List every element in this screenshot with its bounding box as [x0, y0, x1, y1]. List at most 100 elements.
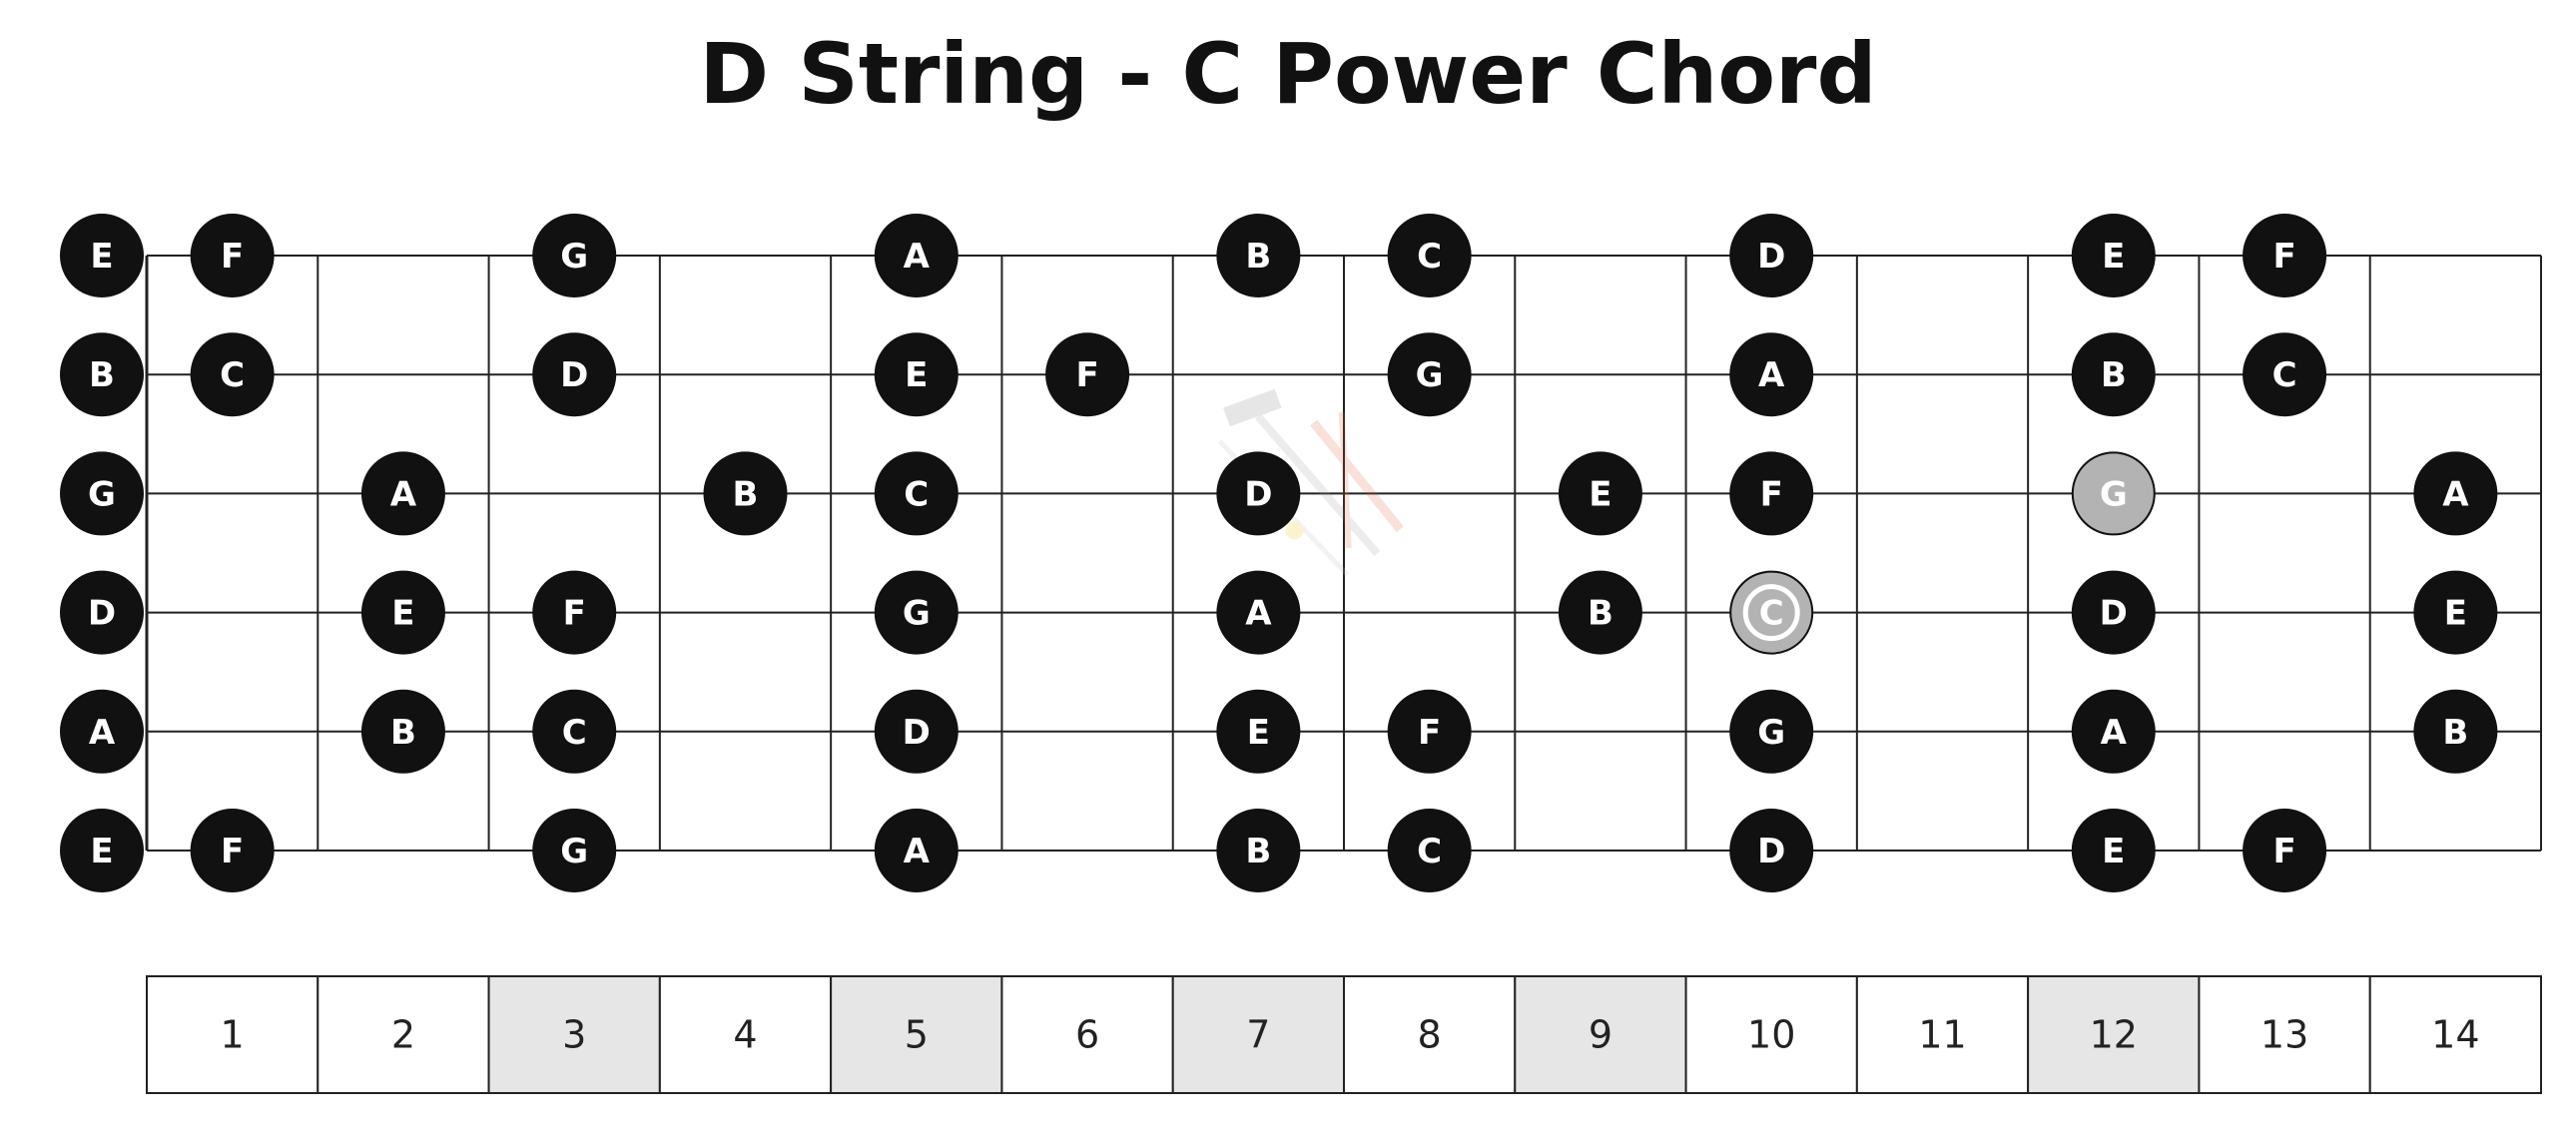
fret-number: 4 [733, 1013, 757, 1057]
fret-number: 7 [1246, 1013, 1270, 1057]
note-label: F [221, 237, 244, 277]
note-label: F [2272, 237, 2295, 277]
note-label: C [220, 355, 245, 395]
note-label: E [1589, 474, 1611, 514]
note-circle [874, 332, 959, 417]
note-dot: G [532, 214, 617, 297]
note-label: A [1245, 594, 1272, 634]
root-ring [1742, 584, 1800, 642]
note-dot: F [190, 214, 275, 297]
note-label: B [2442, 713, 2468, 753]
note-circle [60, 214, 144, 297]
note-label: D [1244, 474, 1272, 514]
note-circle [532, 332, 617, 417]
note-dot: B [360, 689, 445, 774]
note-label: E [90, 832, 113, 871]
note-label: D [1757, 237, 1785, 277]
fret-number: 6 [1075, 1013, 1099, 1057]
note-label: E [2102, 832, 2125, 871]
note-dot: F [190, 809, 275, 892]
note-circle [60, 332, 144, 417]
note-circle [190, 809, 275, 892]
note-label: E [2102, 237, 2125, 277]
note-circle [1729, 214, 1814, 297]
note-dot: D [1729, 214, 1814, 297]
note-dot: G [1387, 332, 1472, 417]
fret-marker-cell [1514, 975, 1687, 1094]
note-circle [874, 451, 959, 536]
note-circle [1729, 689, 1814, 774]
fret-marker-cell [2027, 975, 2201, 1094]
fret-marker-cell [1171, 975, 1345, 1094]
fret-number: 8 [1418, 1013, 1442, 1057]
note-dot: E [874, 332, 959, 417]
note-label: C [1759, 594, 1784, 634]
note-dot: F [1729, 451, 1814, 536]
note-dot: C [1387, 214, 1472, 297]
note-dot: C [532, 689, 617, 774]
note-dot: A [360, 451, 445, 536]
note-dot: F [2243, 809, 2327, 892]
note-dot: G [60, 451, 144, 536]
note-label: A [2442, 474, 2469, 514]
fret-number: 11 [1918, 1013, 1966, 1057]
note-dot: E [2071, 214, 2156, 297]
note-label: B [1245, 832, 1271, 871]
fret-number: 9 [1589, 1013, 1612, 1057]
note-circle [1216, 689, 1301, 774]
note-dot: C [1387, 809, 1472, 892]
note-dot: E [60, 214, 144, 297]
note-circle [190, 214, 275, 297]
note-dot: F [532, 570, 617, 655]
note-dot: D [1729, 809, 1814, 892]
note-label: F [1075, 355, 1098, 395]
note-circle [1729, 451, 1814, 536]
fretboard-grid [145, 255, 2542, 852]
note-label: C [1417, 237, 1442, 277]
note-label: A [904, 832, 931, 871]
note-label: B [1245, 237, 1271, 277]
note-label: F [1418, 713, 1441, 753]
note-circle [2071, 570, 2156, 655]
note-dot: C [190, 332, 275, 417]
note-label: E [90, 237, 113, 277]
note-circle [1729, 332, 1814, 417]
note-circle [2413, 689, 2498, 774]
note-circle [874, 809, 959, 892]
note-dot: B [60, 332, 144, 417]
note-dot: F [1045, 332, 1130, 417]
note-label: G [2100, 474, 2128, 514]
note-label: G [1416, 355, 1444, 395]
note-dot: D [60, 570, 144, 655]
note-label: G [560, 832, 588, 871]
note-dot: C [874, 451, 959, 536]
note-dot: E [1558, 451, 1642, 536]
note-circle [2243, 214, 2327, 297]
note-label: F [2272, 832, 2295, 871]
note-label: D [88, 594, 116, 634]
note-label: F [221, 832, 244, 871]
note-circle [1216, 570, 1301, 655]
note-circle [360, 451, 445, 536]
note-circle [60, 570, 144, 655]
note-label: B [390, 713, 416, 753]
note-dot: D [532, 332, 617, 417]
note-circle [2243, 332, 2327, 417]
note-label: A [89, 713, 116, 753]
note-label: G [1757, 713, 1785, 753]
note-label: B [733, 474, 759, 514]
note-dot: A [874, 809, 959, 892]
fret-number: 5 [905, 1013, 929, 1057]
note-label: A [1758, 355, 1785, 395]
note-circle [1387, 689, 1472, 774]
note-label: C [562, 713, 587, 753]
note-circle [2243, 809, 2327, 892]
note-label: E [1247, 713, 1270, 753]
note-circle [2071, 689, 2156, 774]
note-label: B [2101, 355, 2127, 395]
note-dot: E [2071, 809, 2156, 892]
note-dot: B [2413, 689, 2498, 774]
note-circle [1216, 809, 1301, 892]
